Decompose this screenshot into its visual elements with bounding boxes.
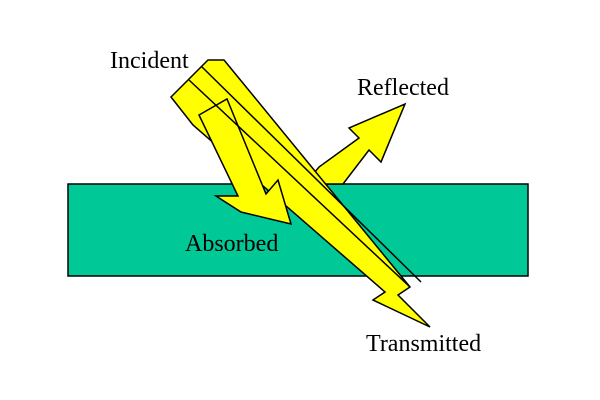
absorbed-label: Absorbed: [185, 231, 278, 257]
incident-label: Incident: [110, 48, 189, 74]
beam-stripe-2: [200, 65, 422, 283]
beam-stripe-1: [188, 79, 411, 288]
reflected-label: Reflected: [357, 75, 449, 101]
reflected-beam-arrow: [303, 102, 407, 185]
absorbed-beam-arrow: [198, 97, 293, 226]
transmitted-label: Transmitted: [366, 331, 481, 357]
